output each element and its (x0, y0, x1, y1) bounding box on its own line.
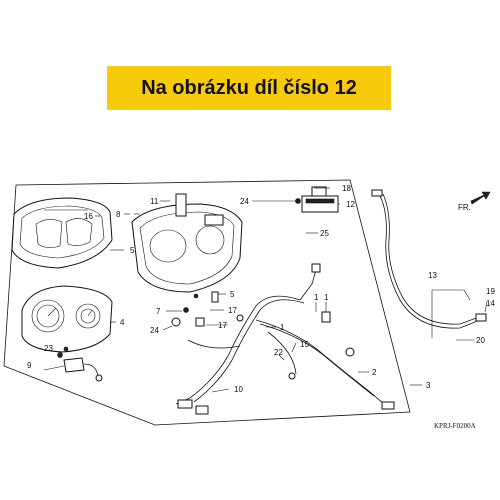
callout-2: 2 (372, 368, 377, 377)
meter-cover (11, 197, 113, 269)
callout-3: 3 (426, 381, 431, 390)
callout-21: 22 (274, 348, 283, 357)
switch-unit (295, 186, 339, 213)
assembly-frame (3, 179, 411, 426)
callout-17-upper: 17 (228, 306, 237, 315)
callout-7: 7 (156, 307, 161, 316)
callout-1-mid: 1 (314, 293, 319, 302)
direction-label: FR. (458, 203, 471, 212)
callout-10: 10 (234, 385, 243, 394)
diagram-code: KPRJ-F0200A (434, 422, 476, 430)
meter-case (131, 193, 243, 293)
callout-24: 24 (240, 197, 249, 206)
callout-20: 20 (476, 336, 485, 345)
callout-22: 23 (44, 344, 53, 353)
callout-11: 11 (150, 197, 159, 206)
callout-15: 15 (300, 340, 309, 349)
callout-16: 16 (84, 212, 93, 221)
callout-6: 5 (130, 246, 135, 255)
callout-13: 13 (428, 271, 437, 280)
small-fasteners (171, 291, 244, 327)
callout-9: 9 (27, 361, 32, 370)
front-direction-arrow: FR. (458, 191, 491, 212)
callout-18: 18 (342, 184, 351, 193)
callout-19: 19 (486, 287, 495, 296)
callout-25: 25 (320, 229, 329, 238)
callout-14: 14 (486, 299, 495, 308)
callout-17-lower: 17 (218, 321, 227, 330)
callout-4: 4 (120, 318, 125, 327)
wire-harness (175, 263, 395, 415)
callout-23: 24 (150, 326, 159, 335)
bulb-sockets (57, 346, 103, 382)
callout-12: 12 (346, 200, 355, 209)
callout-1-left: 1 (280, 323, 285, 332)
leader-lines (43, 187, 488, 393)
callout-8: 8 (116, 210, 121, 219)
callout-5: 5 (230, 290, 235, 299)
callout-1-right: 1 (324, 293, 329, 302)
banner-text: Na obrázku díl číslo 12 (141, 76, 357, 99)
part-number-banner: Na obrázku díl číslo 12 (107, 66, 391, 110)
speedometer-assembly (21, 285, 113, 353)
